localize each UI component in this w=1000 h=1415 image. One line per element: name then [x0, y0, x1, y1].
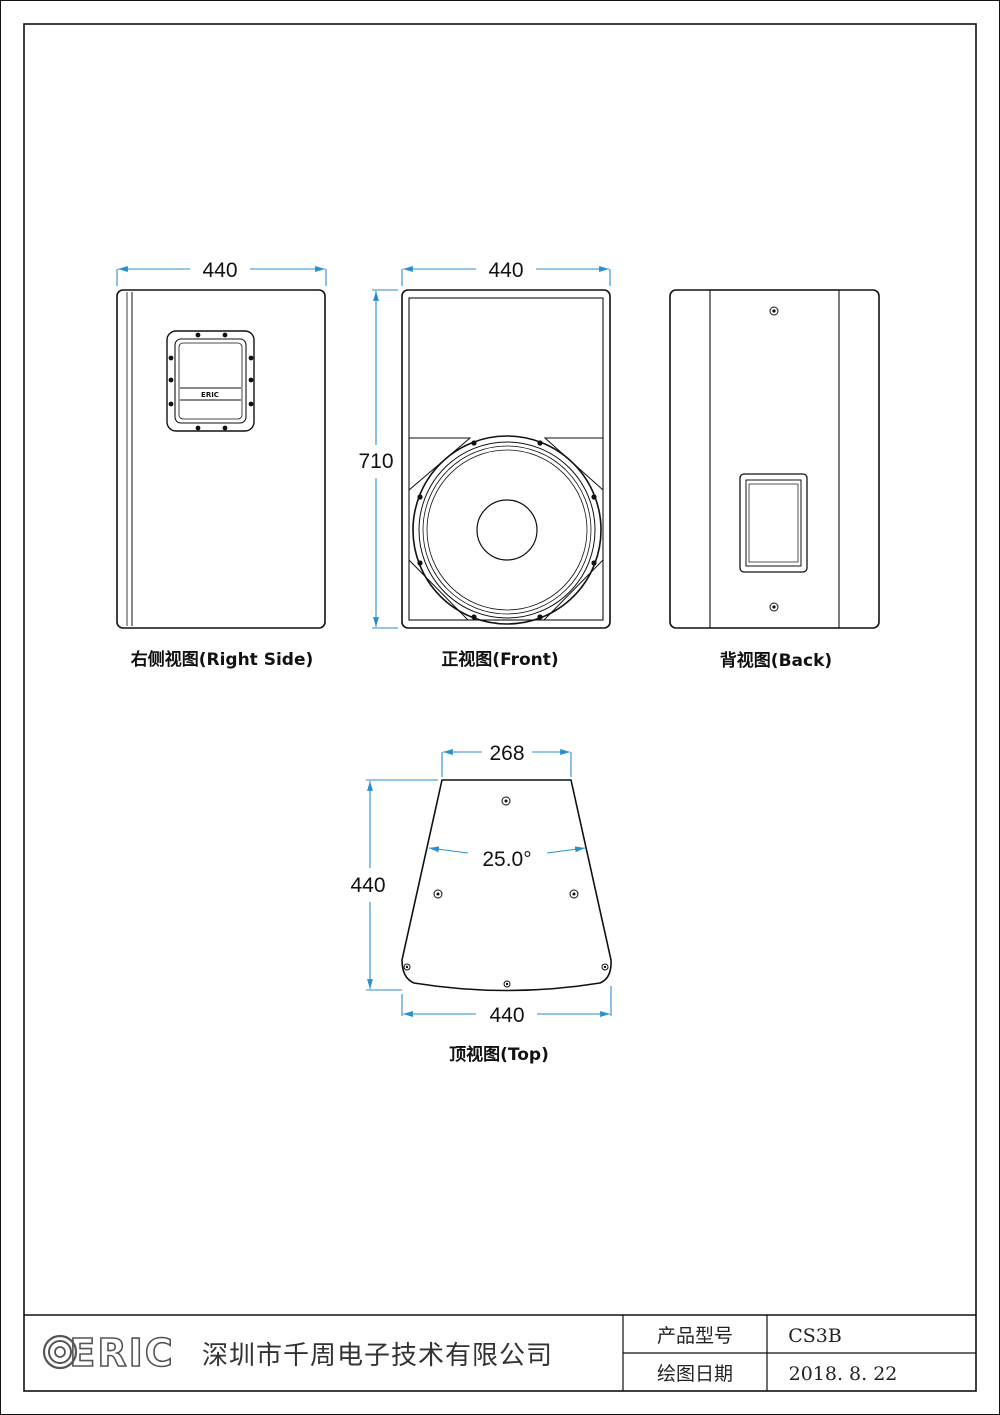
- front-view: 440 710 正视图(Front): [358, 259, 611, 670]
- back-cabinet: [669, 289, 880, 629]
- top-depth-dim: 440: [350, 874, 385, 897]
- title-block: ERIC 深圳市千周电子技术有限公司 产品型号 CS3B 绘图日期 2018. …: [24, 1314, 976, 1391]
- front-cabinet: [401, 289, 611, 629]
- right-side-width-dim: 440: [202, 259, 237, 282]
- input-panel: [739, 473, 808, 573]
- dust-cap: [476, 499, 538, 561]
- top-angle-dim: 25.0°: [482, 848, 531, 871]
- front-height-dim: 710: [358, 450, 393, 473]
- eric-logo: ERIC: [42, 1330, 174, 1376]
- top-width-dim: 268: [489, 742, 524, 765]
- side-badge: ERIC: [201, 391, 219, 399]
- woofer: [412, 435, 602, 625]
- top-caption: 顶视图(Top): [449, 1044, 549, 1065]
- date-value: 2018. 8. 22: [789, 1363, 898, 1385]
- right-side-cabinet: [116, 289, 326, 629]
- handle-recess: ERIC: [166, 330, 255, 432]
- top-bottom-width-dim: 440: [489, 1004, 524, 1027]
- model-label: 产品型号: [657, 1325, 733, 1347]
- drawing-frame: [23, 23, 977, 1392]
- logo-text: ERIC: [69, 1331, 174, 1375]
- date-label: 绘图日期: [657, 1363, 733, 1385]
- back-caption: 背视图(Back): [720, 650, 832, 671]
- top-view: 268 440 440 25.0° 顶视图(Top): [350, 742, 612, 1065]
- front-caption: 正视图(Front): [441, 649, 558, 670]
- front-width-dim: 440: [488, 259, 523, 282]
- front-grille-frame: [408, 297, 604, 621]
- right-side-view: 440 ERIC 右侧视图(Right Side): [116, 259, 327, 670]
- back-view: 背视图(Back): [669, 289, 880, 671]
- model-value: CS3B: [788, 1325, 842, 1347]
- right-side-caption: 右侧视图(Right Side): [131, 649, 314, 670]
- company-name: 深圳市千周电子技术有限公司: [202, 1341, 553, 1371]
- top-cabinet: [401, 779, 612, 992]
